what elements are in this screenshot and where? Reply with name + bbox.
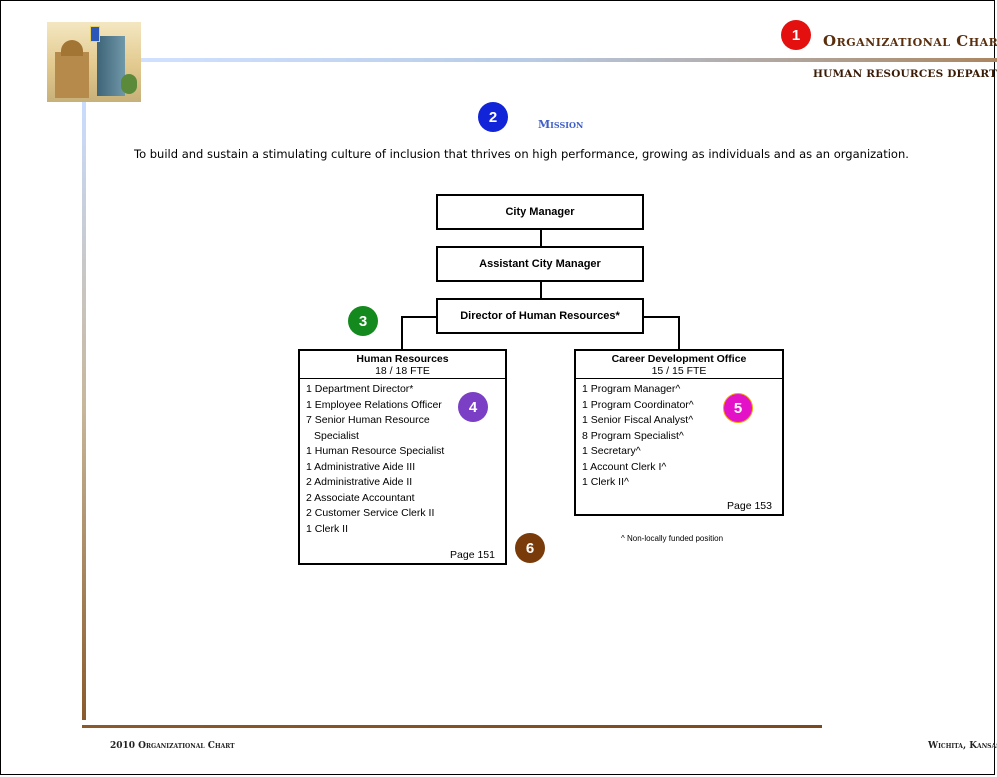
- position-item: 7 Senior Human Resource: [306, 414, 430, 426]
- tree-icon: [121, 74, 137, 94]
- department-subtitle: HUMAN RESOURCES DEPARTMENT: [813, 68, 997, 80]
- position-list: 1 Program Manager^ 1 Program Coordinator…: [576, 379, 782, 491]
- position-item: 2 Associate Accountant: [306, 491, 415, 504]
- unit-header: Career Development Office 15 / 15 FTE: [576, 351, 782, 379]
- position-item: 1 Program Manager^: [582, 383, 681, 395]
- city-manager-box: City Manager: [436, 194, 644, 230]
- position-item: 1 Administrative Aide III: [306, 460, 416, 473]
- position-item: 1 Department Director*: [306, 383, 414, 395]
- position-item: 1 Secretary^: [582, 445, 641, 457]
- footnote: ^ Non-locally funded position: [621, 534, 724, 543]
- connector-line: [401, 316, 436, 318]
- page-reference: Page 151: [450, 549, 495, 561]
- position-item: 1 Senior Fiscal Analyst^: [582, 414, 694, 426]
- courthouse-building: [55, 40, 89, 98]
- connector-line: [540, 282, 542, 298]
- connector-line: [678, 316, 680, 349]
- unit-fte: 18 / 18 FTE: [375, 365, 430, 377]
- assistant-city-manager-box: Assistant City Manager: [436, 246, 644, 282]
- annotation-badge-4: 4: [458, 392, 488, 422]
- position-list: 1 Department Director* 1 Employee Relati…: [300, 379, 505, 537]
- position-item: 2 Customer Service Clerk II: [306, 507, 435, 519]
- connector-line: [540, 230, 542, 246]
- unit-fte: 15 / 15 FTE: [651, 365, 707, 377]
- annotation-badge-6: 6: [515, 533, 545, 563]
- connector-line: [401, 316, 403, 349]
- position-item: 1 Clerk II: [306, 522, 349, 535]
- annotation-badge-1: 1: [781, 20, 811, 50]
- unit-name: Career Development Office: [611, 353, 747, 365]
- position-item: 1 Clerk II^: [582, 476, 629, 488]
- courthouse-dome: [61, 40, 83, 56]
- left-accent-bar: [82, 102, 86, 720]
- annotation-badge-5: 5: [723, 393, 753, 423]
- footer-right-text: Wichita, Kansas: [928, 741, 997, 751]
- city-logo-image: [47, 22, 141, 102]
- connector-line: [644, 316, 680, 318]
- position-item: 8 Program Specialist^: [582, 429, 684, 442]
- unit-name: Human Resources: [356, 353, 449, 365]
- human-resources-unit-box: Human Resources 18 / 18 FTE 1 Department…: [298, 349, 507, 565]
- position-item: 1 Account Clerk I^: [582, 460, 667, 473]
- mission-statement: To build and sustain a stimulating cultu…: [134, 147, 909, 161]
- page-title: Organizational Chart: [823, 32, 997, 50]
- footer-divider: [82, 725, 822, 728]
- unit-header: Human Resources 18 / 18 FTE: [300, 351, 505, 379]
- position-item: 1 Employee Relations Officer: [306, 398, 442, 411]
- header-divider: [141, 58, 997, 62]
- flag-icon: [90, 26, 100, 42]
- page-reference: Page 153: [727, 500, 772, 512]
- career-development-unit-box: Career Development Office 15 / 15 FTE 1 …: [574, 349, 784, 516]
- annotation-badge-3: 3: [348, 306, 378, 336]
- position-item: 2 Administrative Aide II: [306, 476, 413, 488]
- annotation-badge-2: 2: [478, 102, 508, 132]
- office-tower: [97, 36, 125, 96]
- footer-left-text: 2010 Organizational Chart: [110, 741, 235, 751]
- position-item: 1 Human Resource Specialist: [306, 445, 445, 457]
- position-item: 1 Program Coordinator^: [582, 398, 694, 411]
- position-item: Specialist: [314, 429, 359, 442]
- mission-heading: Mission: [538, 118, 584, 131]
- director-box: Director of Human Resources*: [436, 298, 644, 334]
